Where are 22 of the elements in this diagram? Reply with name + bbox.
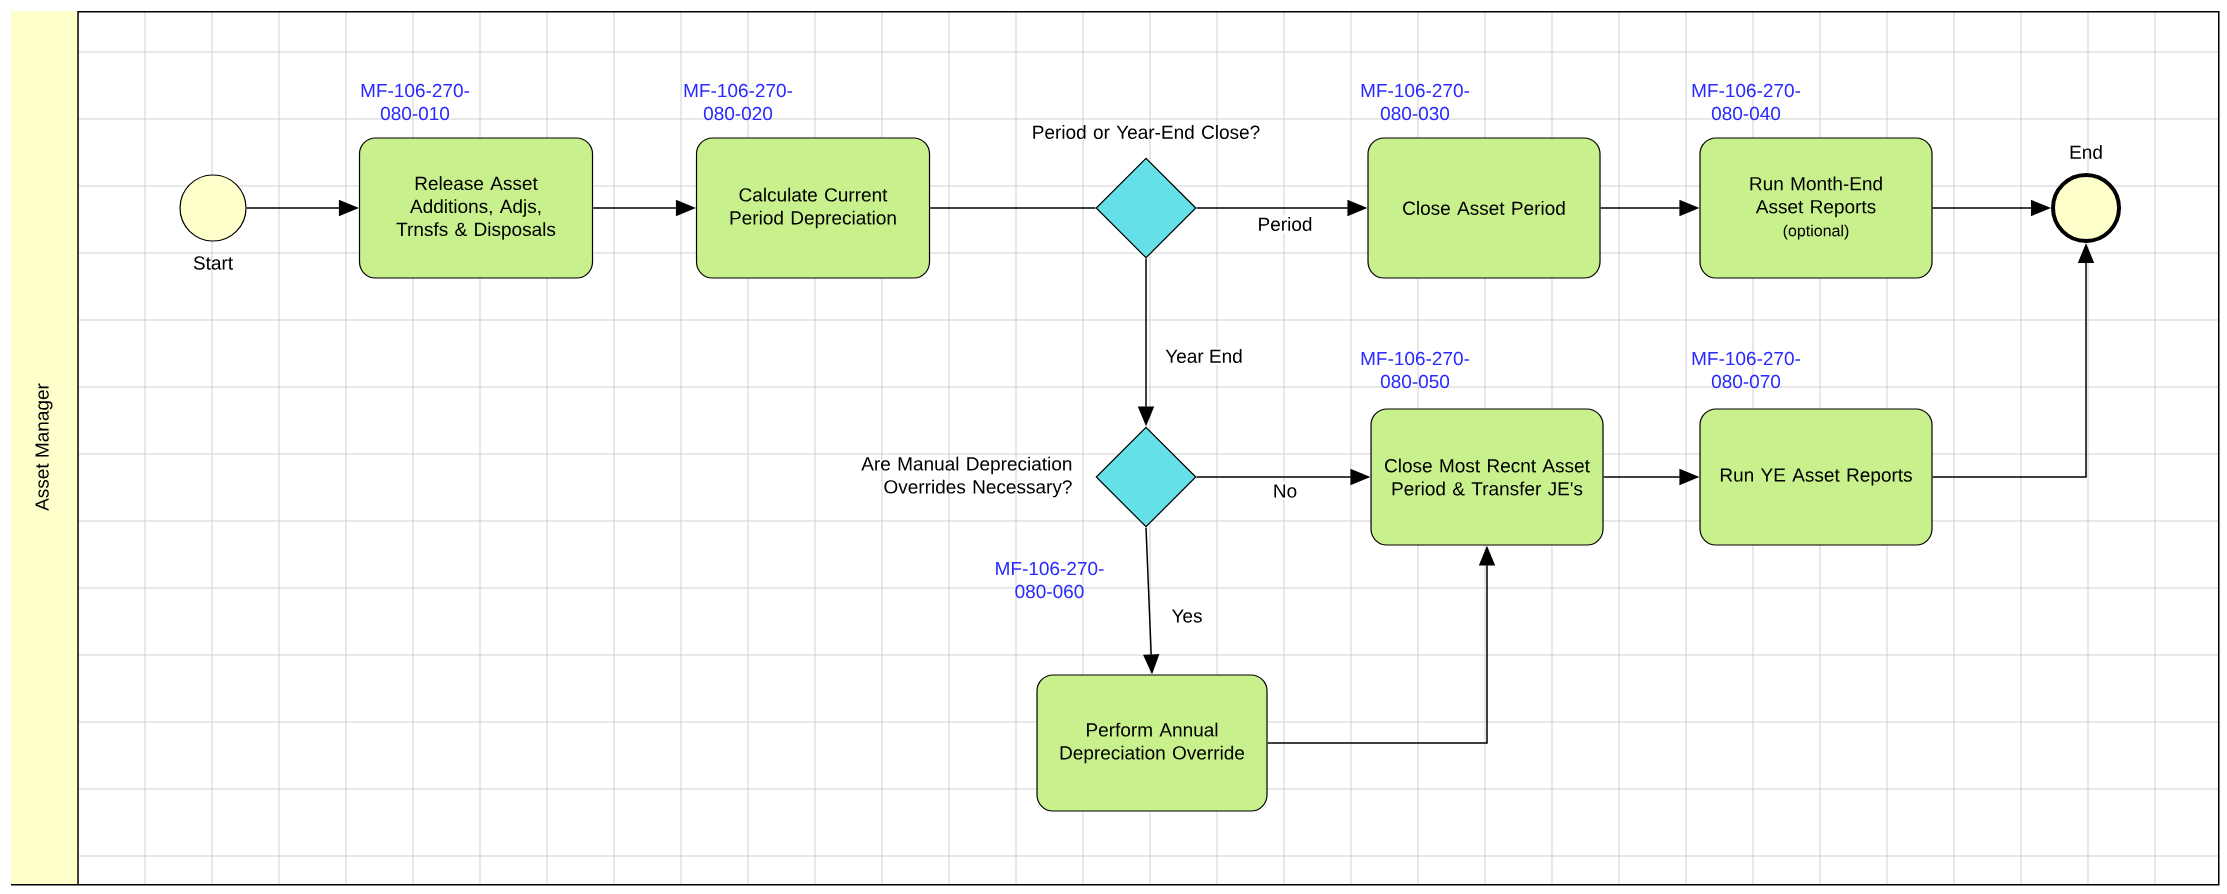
task-id: MF-106-270-080-030: [1361, 83, 1470, 121]
edge-label: Year End: [1163, 347, 1245, 365]
task-box: Close Asset Period: [1367, 137, 1601, 279]
task-id: MF-106-270-080-020: [684, 83, 793, 121]
task-id: MF-106-270-080-040: [1692, 83, 1801, 121]
edge-label: No: [1270, 482, 1300, 500]
question-label: Period or Year-End Close?: [1033, 125, 1260, 139]
task-box: Run Month-End Asset Reports (optional): [1699, 137, 1933, 279]
task-id: MF-106-270-080-070: [1692, 351, 1801, 389]
task-id: MF-106-270-080-060: [996, 561, 1104, 599]
event-label: Start: [193, 256, 233, 270]
task-box: Perform Annual Depreciation Override: [1036, 674, 1268, 812]
edge-label: Yes: [1169, 607, 1205, 625]
task-box: Close Most Recnt Asset Period & Transfer JE's: [1370, 408, 1604, 546]
question-label: Are Manual Depreciation Overrides Necessary?: [861, 456, 1072, 498]
edge-label: Period: [1255, 215, 1315, 233]
task-box: Calculate Current Period Depreciation: [695, 137, 931, 279]
task-box: Release Asset Additions, Adjs, Trnsfs & Disposals: [358, 137, 594, 279]
event-label: End: [2070, 145, 2102, 159]
task-box: Run YE Asset Reports: [1699, 408, 1933, 546]
task-id: MF-106-270-080-010: [361, 83, 470, 121]
task-id: MF-106-270-080-050: [1361, 351, 1470, 389]
